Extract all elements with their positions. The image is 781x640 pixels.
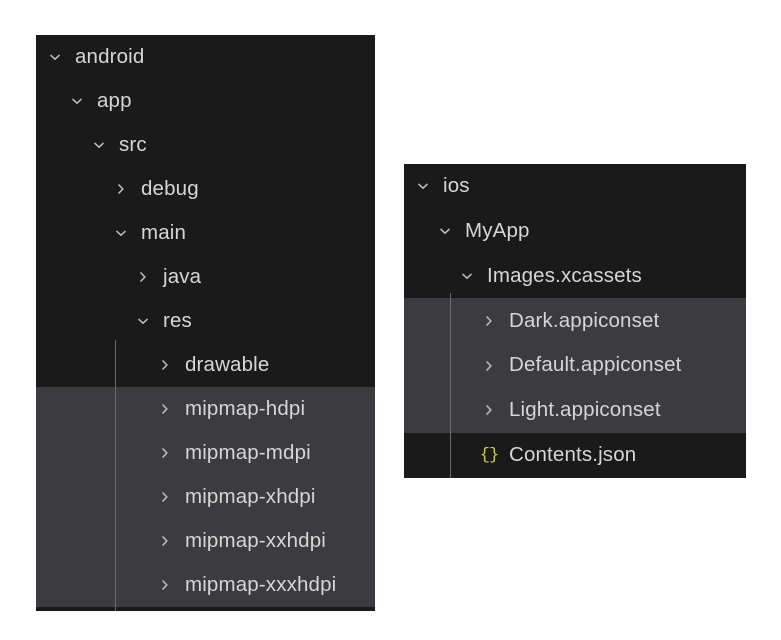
tree-row[interactable]: mipmap-xxxhdpi: [36, 563, 375, 607]
tree-row-label: Contents.json: [509, 442, 637, 466]
tree-row[interactable]: res: [36, 299, 375, 343]
chevron-down-icon[interactable]: [110, 211, 132, 255]
tree-row-label: Light.appiconset: [509, 398, 661, 422]
tree-row-label: mipmap-xxhdpi: [185, 528, 326, 552]
tree-row-label: mipmap-xxxhdpi: [185, 572, 337, 596]
tree-row[interactable]: debug: [36, 167, 375, 211]
tree-row[interactable]: {} Contents.json: [404, 433, 746, 478]
chevron-down-icon[interactable]: [456, 254, 478, 298]
tree-row[interactable]: android: [36, 35, 375, 79]
tree-row[interactable]: java: [36, 255, 375, 299]
tree-row[interactable]: mipmap-xxhdpi: [36, 519, 375, 563]
tree-row-label: mipmap-mdpi: [185, 440, 311, 464]
tree-row[interactable]: mipmap-mdpi: [36, 431, 375, 475]
tree-row[interactable]: Light.appiconset: [404, 387, 746, 433]
tree-row-label: mipmap-hdpi: [185, 396, 306, 420]
tree-row-label: src: [119, 132, 147, 156]
android-file-tree-panel: android app src debug main java res drawable mip…: [36, 35, 375, 611]
tree-row-label: Dark.appiconset: [509, 308, 660, 332]
chevron-down-icon[interactable]: [44, 35, 66, 79]
json-braces-icon: {}: [479, 445, 499, 465]
chevron-right-icon[interactable]: [154, 475, 176, 519]
chevron-right-icon[interactable]: [154, 519, 176, 563]
chevron-right-icon[interactable]: [132, 255, 154, 299]
tree-row[interactable]: mipmap-xhdpi: [36, 475, 375, 519]
tree-row[interactable]: MyApp: [404, 209, 746, 254]
chevron-down-icon[interactable]: [66, 79, 88, 123]
chevron-right-icon[interactable]: [154, 563, 176, 607]
tree-row[interactable]: app: [36, 79, 375, 123]
tree-row-label: java: [163, 264, 202, 288]
chevron-right-icon[interactable]: [478, 299, 500, 343]
chevron-right-icon[interactable]: [478, 388, 500, 432]
tree-row-label: ios: [443, 174, 470, 198]
tree-row-label: app: [97, 88, 132, 112]
tree-row-label: Default.appiconset: [509, 353, 682, 377]
chevron-right-icon[interactable]: [154, 343, 176, 387]
chevron-right-icon[interactable]: [478, 344, 500, 388]
android-tree-rows: android app src debug main java res drawable mip…: [36, 35, 375, 607]
tree-row-label: MyApp: [465, 218, 530, 242]
tree-row[interactable]: Dark.appiconset: [404, 298, 746, 344]
chevron-down-icon[interactable]: [88, 123, 110, 167]
tree-row[interactable]: ios: [404, 164, 746, 209]
tree-row[interactable]: drawable: [36, 343, 375, 387]
chevron-right-icon[interactable]: [110, 167, 132, 211]
chevron-down-icon[interactable]: [132, 299, 154, 343]
chevron-right-icon[interactable]: [154, 431, 176, 475]
tree-row[interactable]: src: [36, 123, 375, 167]
tree-row-label: Images.xcassets: [487, 263, 642, 287]
tree-row-label: main: [141, 220, 187, 244]
tree-row-label: mipmap-xhdpi: [185, 484, 316, 508]
tree-row[interactable]: mipmap-hdpi: [36, 387, 375, 431]
tree-row-label: res: [163, 308, 192, 332]
tree-row-label: drawable: [185, 352, 270, 376]
chevron-down-icon[interactable]: [412, 164, 434, 208]
tree-row-label: android: [75, 44, 145, 68]
tree-row-label: debug: [141, 176, 199, 200]
tree-row[interactable]: Images.xcassets: [404, 254, 746, 299]
chevron-down-icon[interactable]: [434, 209, 456, 253]
tree-row[interactable]: Default.appiconset: [404, 343, 746, 388]
tree-row[interactable]: main: [36, 211, 375, 255]
chevron-right-icon[interactable]: [154, 387, 176, 431]
